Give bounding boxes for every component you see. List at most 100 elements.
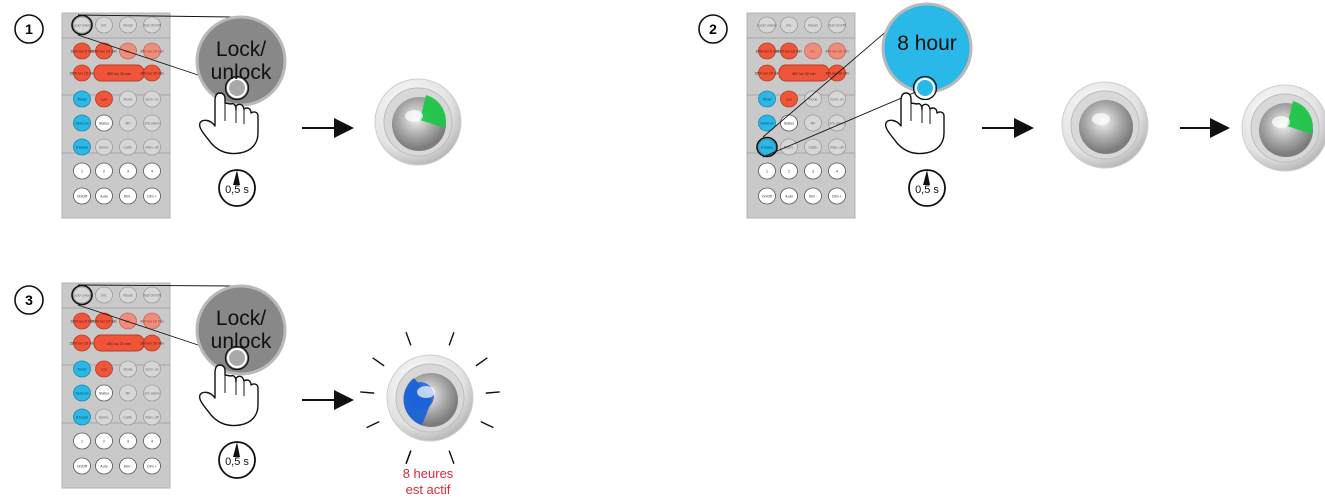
remote-button bbox=[828, 187, 846, 205]
step-1-badge bbox=[14, 14, 44, 44]
remote-button bbox=[95, 187, 113, 205]
remote-button-label: On/Off bbox=[77, 464, 88, 468]
sensor-highlight bbox=[417, 386, 435, 398]
remote-button bbox=[73, 384, 91, 402]
flash-ray bbox=[485, 391, 500, 394]
hand-finger-lines bbox=[224, 375, 245, 396]
callout-button-ring bbox=[224, 345, 250, 371]
callout-bubble-circle bbox=[195, 284, 287, 376]
step-1-number: 1 bbox=[25, 21, 33, 37]
remote-button-label: Lock/ unlock bbox=[72, 293, 92, 297]
remote-button-label: 400 lux 10 min bbox=[825, 49, 848, 53]
remote-button bbox=[95, 16, 113, 34]
remote-button bbox=[95, 114, 113, 132]
remote-button bbox=[758, 42, 776, 60]
remote-button bbox=[73, 286, 91, 304]
timer-hand bbox=[233, 170, 240, 185]
flash-ray bbox=[372, 357, 385, 367]
remote-button-label: 8 hours bbox=[76, 145, 88, 149]
remote-button bbox=[143, 114, 161, 132]
sensor-led-green bbox=[1287, 101, 1313, 134]
remote-button-label: Reset bbox=[808, 23, 817, 27]
remote-button-label: Lock/ unlock bbox=[72, 23, 92, 27]
remote-button bbox=[780, 16, 798, 34]
remote-button-label: 2000 lux 10 min bbox=[91, 49, 116, 53]
remote-button bbox=[143, 312, 161, 330]
timer-icon-3: 0,5 s bbox=[218, 441, 256, 479]
hand-finger-lines bbox=[224, 103, 245, 124]
callout-button-ring bbox=[912, 75, 938, 101]
hand-outline bbox=[198, 92, 259, 155]
caption-line2: est actif bbox=[406, 482, 451, 497]
remote-button bbox=[73, 162, 91, 180]
sensor-flash-rays bbox=[360, 331, 500, 465]
remote-button bbox=[73, 457, 91, 475]
step-1-group: 1 bbox=[14, 14, 44, 44]
remote-button-label: Semi on bbox=[75, 121, 88, 125]
remote-button bbox=[758, 162, 776, 180]
callout-button bbox=[227, 348, 247, 368]
remote-button-label: 2 bbox=[788, 169, 790, 173]
remote-button bbox=[119, 312, 137, 330]
step-3-number: 3 bbox=[25, 292, 33, 308]
remote-button-label: 2000 lux 10 min bbox=[91, 319, 116, 323]
remote-button-label: Dim - bbox=[124, 464, 133, 468]
callout-text-line2: unlock bbox=[211, 61, 272, 84]
hand-finger-lines bbox=[910, 103, 931, 124]
remote-button-label: Status bbox=[784, 121, 794, 125]
timer-icon-1: 0,5 s bbox=[218, 169, 256, 207]
step-3-group: 3 bbox=[14, 285, 44, 315]
hand-outline bbox=[884, 92, 945, 155]
remote-button bbox=[119, 42, 137, 60]
remote-button bbox=[95, 360, 113, 378]
remote-button bbox=[804, 114, 822, 132]
remote-button-label: 3 bbox=[812, 169, 814, 173]
remote-button-label: Test On/Off bbox=[143, 23, 161, 27]
remote-button-label: Mode bbox=[124, 97, 133, 101]
remote-button-label: Mode bbox=[124, 367, 133, 371]
remote-button-label: Lux bbox=[101, 97, 107, 101]
remote-button bbox=[804, 187, 822, 205]
remote-button bbox=[73, 42, 91, 60]
remote-button bbox=[73, 187, 91, 205]
remote-button-label: On/Off bbox=[77, 194, 88, 198]
remote-button bbox=[758, 187, 776, 205]
callout-leader-line bbox=[77, 284, 233, 287]
sensor-led-green bbox=[420, 95, 446, 128]
remote-button-label: 800 lux 30 min bbox=[107, 342, 130, 346]
remote-button bbox=[119, 162, 137, 180]
remote-button bbox=[828, 162, 846, 180]
remote-button-label: Reset bbox=[123, 23, 132, 27]
remote-button-label: Man. off bbox=[146, 145, 159, 149]
flash-ray bbox=[475, 357, 488, 367]
remote-button-label: 2000 lux 10 min bbox=[776, 49, 801, 53]
remote-button-label: Test On/Off bbox=[143, 293, 161, 297]
remote-button bbox=[780, 162, 798, 180]
remote-button bbox=[73, 90, 91, 108]
timer-hand bbox=[233, 442, 240, 457]
flash-ray bbox=[360, 391, 375, 394]
remote-button-label: On/Off bbox=[762, 194, 773, 198]
sensor-highlight bbox=[1272, 116, 1290, 128]
remote-button bbox=[95, 286, 113, 304]
remote-button-label: 8 hours bbox=[761, 145, 773, 149]
remote-button-label: 4 bbox=[836, 169, 838, 173]
pressing-hand-icon bbox=[884, 92, 945, 155]
remote-button bbox=[804, 16, 822, 34]
remote-button-label: Init. bbox=[101, 293, 107, 297]
callout-text-line1: Lock/ bbox=[216, 38, 266, 61]
hand-outline bbox=[198, 364, 259, 427]
callout-leader-line bbox=[77, 14, 233, 18]
remote-button bbox=[804, 162, 822, 180]
remote-button-label: 3 bbox=[127, 439, 129, 443]
highlighted-button-ring bbox=[71, 284, 93, 306]
callout-text-line2: unlock bbox=[211, 330, 272, 353]
remote-button bbox=[95, 42, 113, 60]
flash-ray bbox=[448, 331, 455, 346]
remote-button-label: Timer bbox=[77, 367, 87, 371]
remote-button-label: Dim + bbox=[147, 464, 157, 468]
callout-button bbox=[915, 78, 935, 98]
sensor-highlight bbox=[405, 110, 423, 122]
remote-button bbox=[119, 16, 137, 34]
